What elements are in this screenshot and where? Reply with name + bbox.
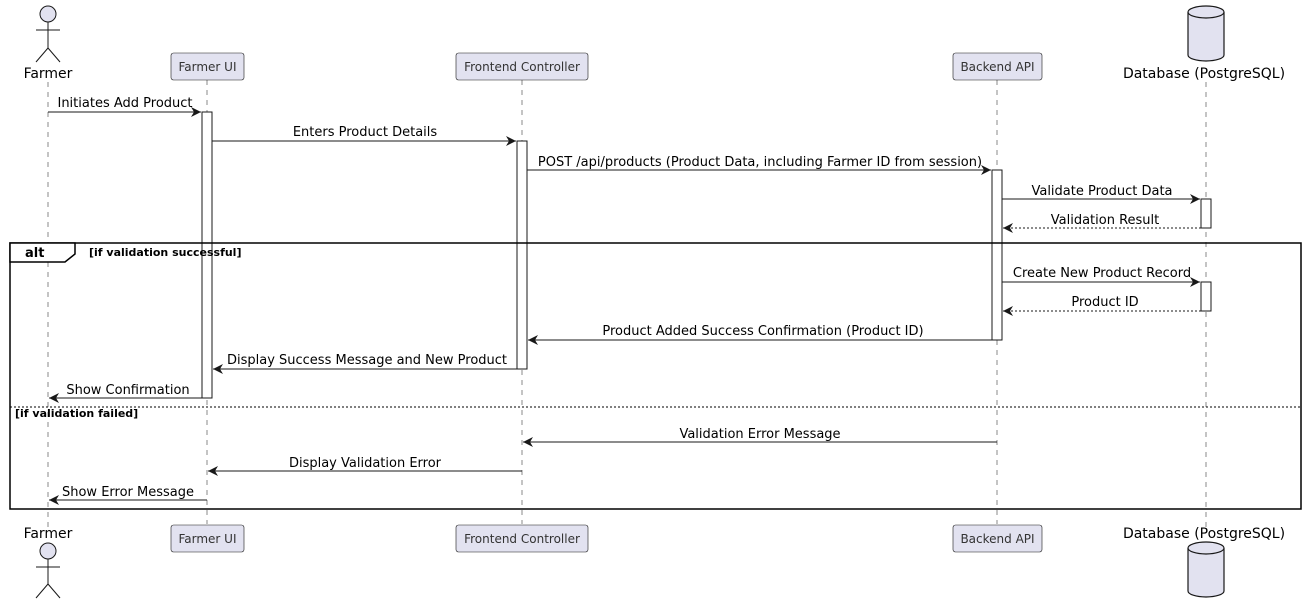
database-postgresql-top: Database (PostgreSQL) <box>1123 5 1285 82</box>
actor-icon <box>35 542 61 599</box>
message-label: Enters Product Details <box>293 125 438 140</box>
message-show-error-message: Show Error Message <box>49 485 207 505</box>
guard-validation-failed: [if validation failed] <box>15 407 138 420</box>
participant-backend-api-top: Backend API <box>952 52 1043 81</box>
participant-label: Backend API <box>960 532 1034 546</box>
participant-label: Farmer UI <box>178 60 236 74</box>
guard-validation-successful: [if validation successful] <box>89 246 241 259</box>
message-validation-error-message: Validation Error Message <box>523 427 997 447</box>
message-label: Validation Error Message <box>679 427 840 442</box>
participant-frontend-controller-bottom: Frontend Controller <box>455 524 589 553</box>
message-label: Initiates Add Product <box>57 96 192 111</box>
message-label: Display Validation Error <box>289 456 442 471</box>
participant-label: Frontend Controller <box>464 532 580 546</box>
database-postgresql-bottom: Database (PostgreSQL) <box>1123 526 1285 598</box>
participant-label: Frontend Controller <box>464 60 580 74</box>
participant-farmer-ui-top: Farmer UI <box>170 52 245 81</box>
message-enters-product-details: Enters Product Details <box>212 125 516 146</box>
participant-backend-api-bottom: Backend API <box>952 524 1043 553</box>
actor-name: Farmer <box>24 526 73 542</box>
activation-database-2 <box>1200 281 1212 312</box>
actor-name: Farmer <box>24 66 73 82</box>
message-label: Validate Product Data <box>1031 184 1172 199</box>
participant-farmer-ui-bottom: Farmer UI <box>170 524 245 553</box>
message-label: Product ID <box>1071 295 1138 310</box>
participant-label: Farmer UI <box>178 532 236 546</box>
activation-frontend-controller <box>516 140 528 370</box>
alt-frame: alt [if validation successful] [if valid… <box>9 242 1302 510</box>
message-post-api-products: POST /api/products (Product Data, includ… <box>527 155 991 175</box>
message-label: Show Error Message <box>62 485 194 500</box>
database-icon <box>1187 541 1225 598</box>
database-name: Database (PostgreSQL) <box>1123 66 1285 82</box>
actor-farmer-top: Farmer <box>24 5 73 82</box>
actor-icon <box>35 5 61 63</box>
database-name: Database (PostgreSQL) <box>1123 526 1285 542</box>
database-icon <box>1187 5 1225 62</box>
message-label: Create New Product Record <box>1013 266 1191 281</box>
message-label: POST /api/products (Product Data, includ… <box>538 155 982 170</box>
participant-label: Backend API <box>960 60 1034 74</box>
message-show-confirmation: Show Confirmation <box>49 383 202 403</box>
message-validation-result: Validation Result <box>1003 213 1201 233</box>
activation-farmer-ui <box>201 111 213 399</box>
message-display-success-message: Display Success Message and New Product <box>213 353 517 374</box>
message-validate-product-data: Validate Product Data <box>1002 184 1200 204</box>
message-create-new-product-record: Create New Product Record <box>1002 266 1200 287</box>
activation-backend-api <box>991 169 1003 341</box>
message-product-added-success-confirmation: Product Added Success Confirmation (Prod… <box>528 324 992 345</box>
message-label: Show Confirmation <box>66 383 189 398</box>
message-display-validation-error: Display Validation Error <box>208 456 522 476</box>
participant-frontend-controller-top: Frontend Controller <box>455 52 589 81</box>
message-product-id: Product ID <box>1003 295 1201 316</box>
activation-database-1 <box>1200 198 1212 229</box>
message-label: Product Added Success Confirmation (Prod… <box>602 324 923 339</box>
actor-farmer-bottom: Farmer <box>24 526 73 599</box>
alt-keyword: alt <box>25 246 44 261</box>
message-label: Display Success Message and New Product <box>227 353 507 368</box>
message-label: Validation Result <box>1051 213 1160 228</box>
message-initiates-add-product: Initiates Add Product <box>48 96 201 117</box>
